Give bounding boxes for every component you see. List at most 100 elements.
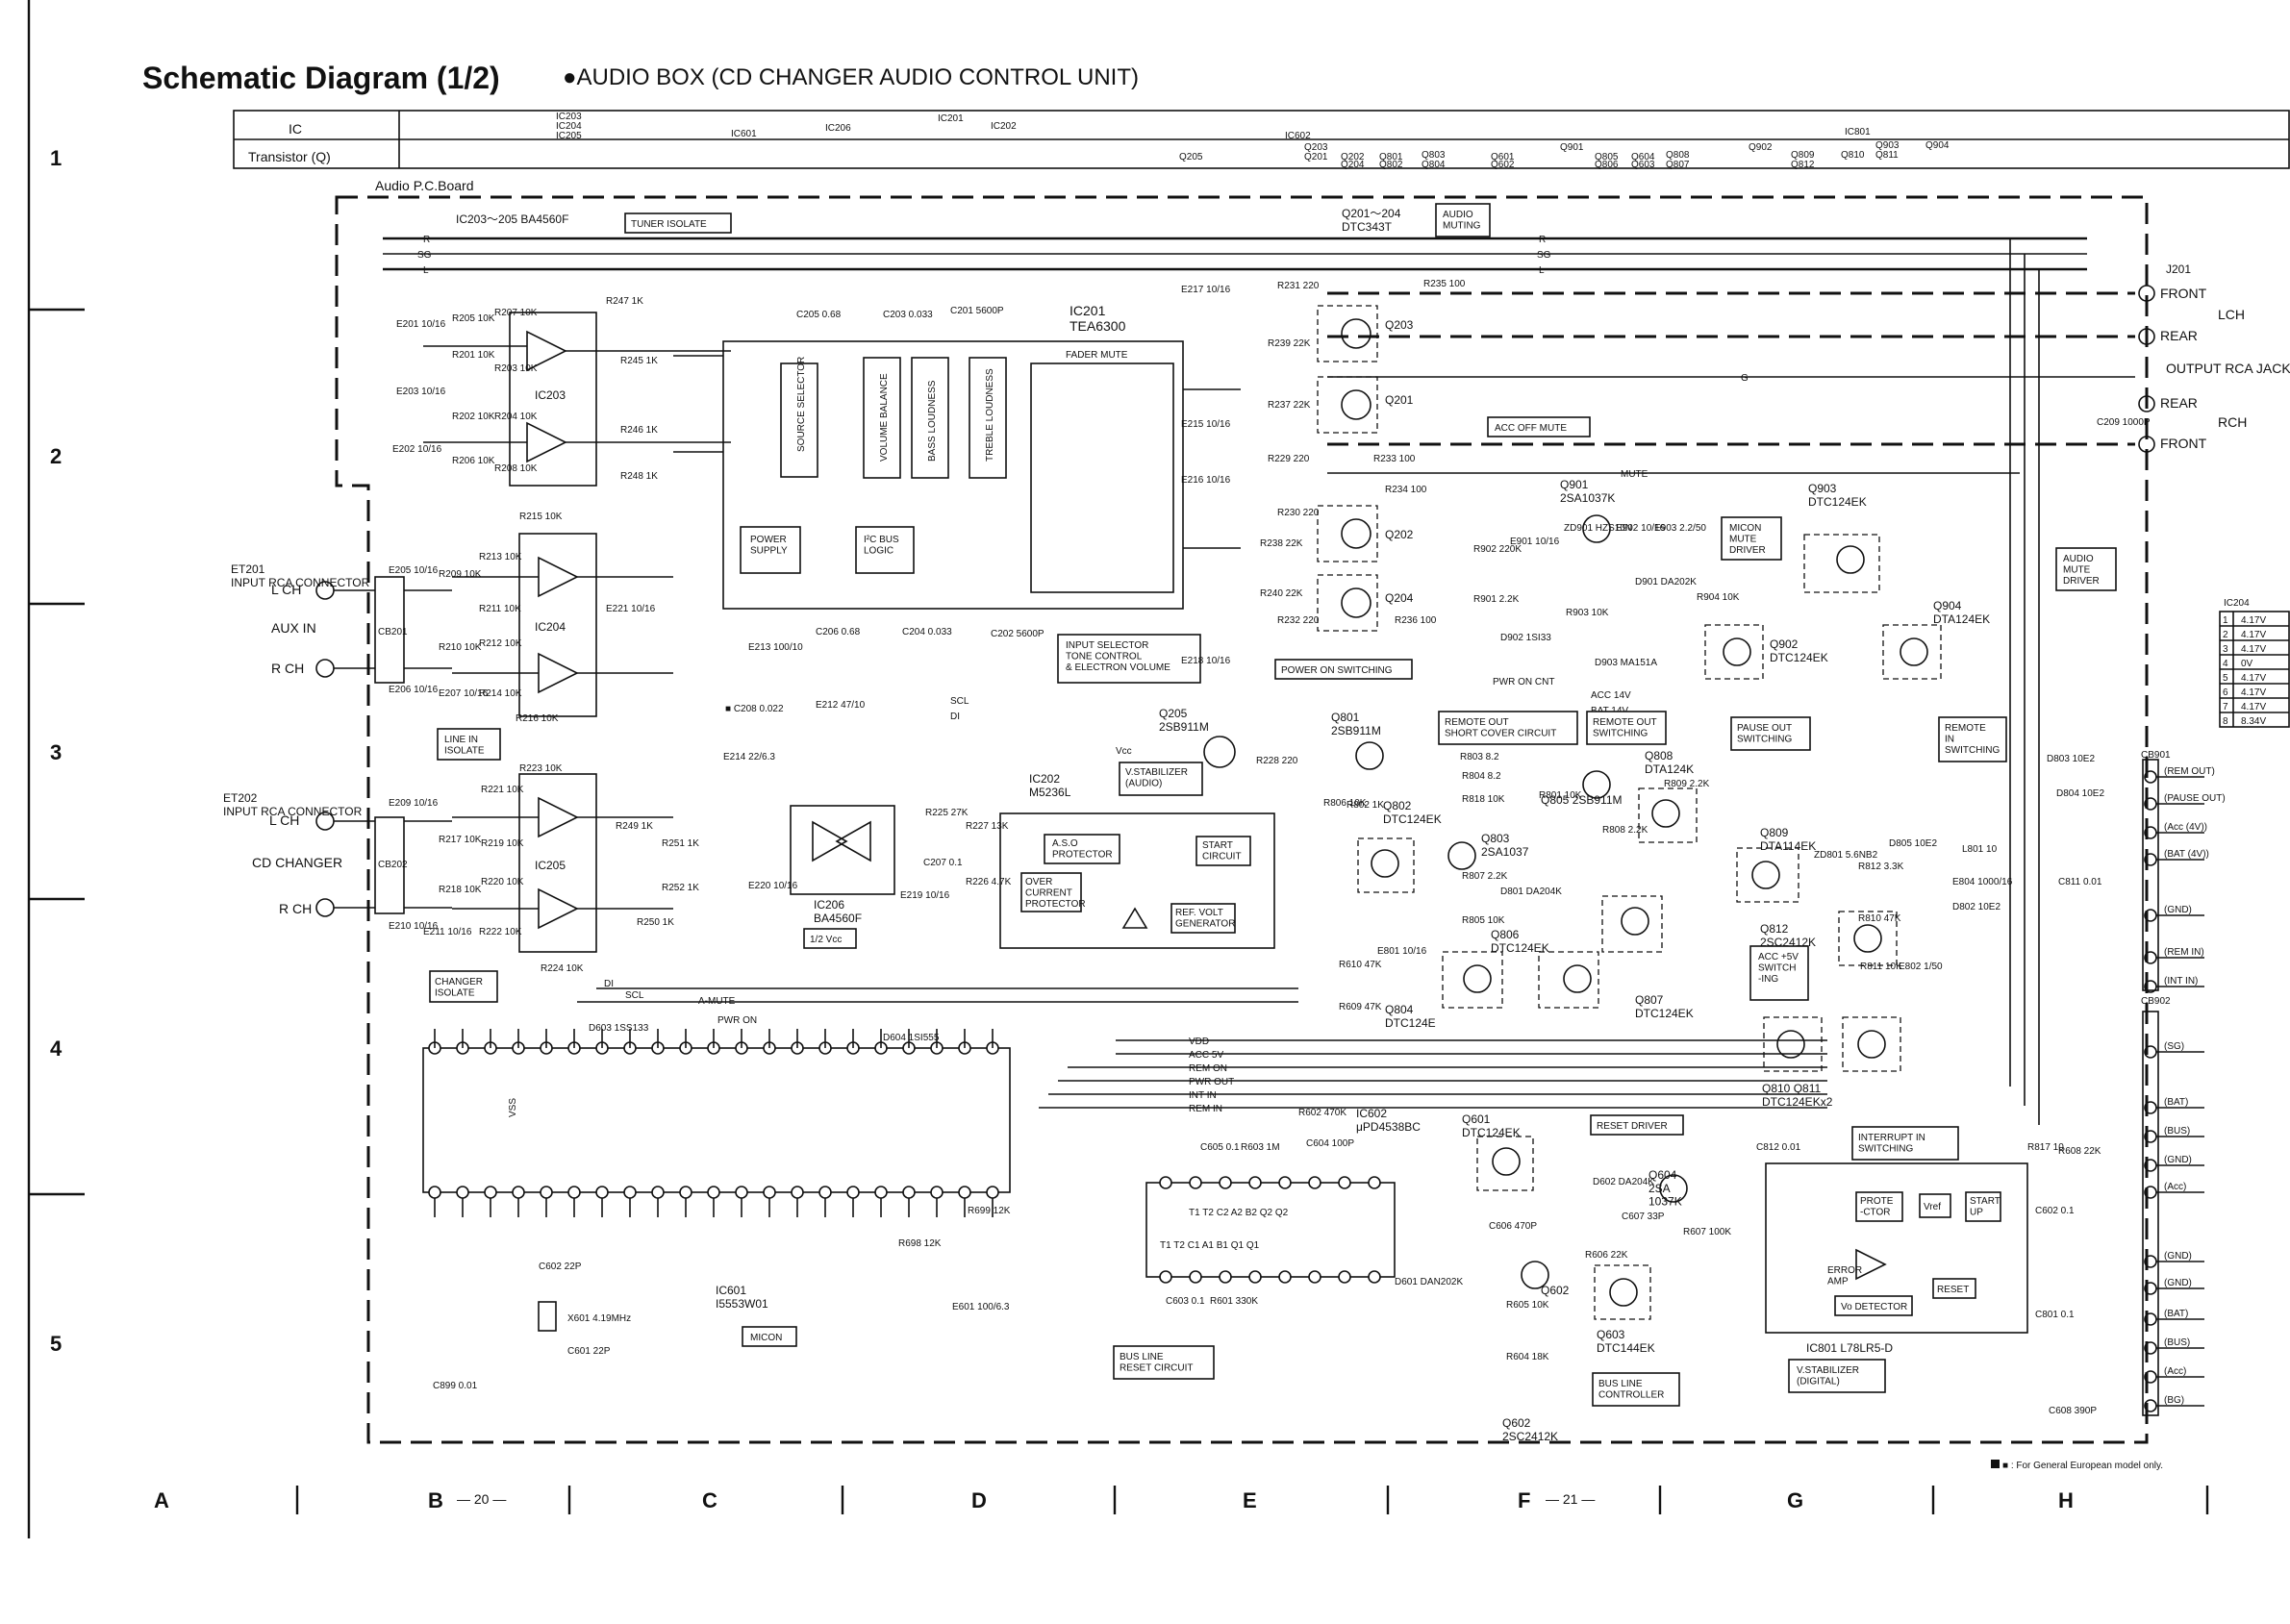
footnote: ■ : For General European model only. — [2002, 1461, 2163, 1471]
svg-text:E804 1000/16: E804 1000/16 — [1952, 877, 2013, 887]
svg-text:■ C208 0.022: ■ C208 0.022 — [725, 704, 784, 714]
svg-text:E202 10/16: E202 10/16 — [392, 444, 442, 455]
ic801-label: IC801 L78LR5-D — [1806, 1341, 1893, 1355]
svg-text:R601 330K: R601 330K — [1210, 1296, 1258, 1307]
page-mark-21: — 21 — — [1546, 1491, 1595, 1507]
micon-label: MICON — [750, 1333, 782, 1343]
board-label: Audio P.C.Board — [375, 178, 473, 193]
svg-text:E205 10/16: E205 10/16 — [389, 565, 439, 576]
column-G: G — [1787, 1488, 1803, 1512]
ic601-box — [422, 1047, 1011, 1193]
row-margin: 1 2 3 4 5 — [27, 0, 85, 1538]
svg-text:R809 2.2K: R809 2.2K — [1664, 779, 1710, 789]
connector-signal-label: (REM OUT) — [2164, 766, 2215, 777]
svg-text:E213 100/10: E213 100/10 — [748, 642, 803, 653]
svg-text:E902 10/16: E902 10/16 — [1616, 523, 1666, 534]
svg-text:R233 100: R233 100 — [1373, 454, 1416, 464]
svg-text:C801 0.1: C801 0.1 — [2035, 1310, 2075, 1320]
svg-text:R236 100: R236 100 — [1395, 615, 1437, 626]
svg-text:Q201: Q201 — [1304, 152, 1328, 162]
row-number-2: 2 — [50, 444, 62, 468]
svg-text:CB902: CB902 — [2141, 996, 2171, 1007]
svg-text:R810 47K: R810 47K — [1858, 913, 1901, 924]
svg-text:ZD901 HZS10N: ZD901 HZS10N — [1564, 523, 1632, 534]
svg-text:R607 100K: R607 100K — [1683, 1227, 1731, 1237]
svg-text:E601 100/6.3: E601 100/6.3 — [952, 1302, 1010, 1312]
ic601-pin — [958, 1186, 971, 1199]
ic601-pin — [428, 1186, 441, 1199]
svg-text:D805 10E2: D805 10E2 — [1889, 838, 1937, 849]
svg-text:E216 10/16: E216 10/16 — [1181, 475, 1231, 486]
svg-text:IC801: IC801 — [1845, 127, 1871, 137]
column-ruler: A B — 20 — C D E F — 21 — G H ■ : For Ge… — [154, 1460, 2209, 1514]
svg-text:E215 10/16: E215 10/16 — [1181, 419, 1231, 430]
board-outline: Audio P.C.Board — [335, 178, 2149, 1444]
svg-text:R237 22K: R237 22K — [1268, 400, 1311, 411]
svg-text:IC202: IC202 — [991, 121, 1017, 132]
svg-text:VDD: VDD — [1189, 1037, 1209, 1047]
ic204-table-pin: 6 — [2223, 687, 2228, 698]
ic602-pin — [1189, 1270, 1202, 1284]
svg-text:R247 1K: R247 1K — [606, 296, 643, 307]
out-front-r: FRONT — [2160, 436, 2207, 451]
connector-signal-label: (Acc) — [2164, 1366, 2186, 1377]
svg-text:ZD801 5.6NB2: ZD801 5.6NB2 — [1814, 850, 1878, 861]
svg-text:C205 0.68: C205 0.68 — [796, 310, 842, 320]
output-rca-label: OUTPUT RCA JACK — [2166, 361, 2290, 376]
svg-text:C811 0.01: C811 0.01 — [2058, 877, 2102, 887]
connector-signal-label: (BAT) — [2164, 1097, 2188, 1108]
svg-text:L801 10: L801 10 — [1962, 844, 1998, 855]
svg-text:R240 22K: R240 22K — [1260, 588, 1303, 599]
svg-text:CB901: CB901 — [2141, 750, 2171, 761]
svg-text:R238 22K: R238 22K — [1260, 538, 1303, 549]
svg-text:R252 1K: R252 1K — [662, 883, 699, 893]
ic601-pin — [707, 1186, 720, 1199]
table-transistor-label: Transistor (Q) — [248, 149, 331, 164]
ic602-pin — [1368, 1270, 1381, 1284]
svg-text:R608 22K: R608 22K — [2058, 1146, 2101, 1157]
svg-text:IC204: IC204 — [556, 121, 582, 132]
vref-label: Vref — [1924, 1202, 1941, 1212]
svg-text:R202 10K: R202 10K — [452, 412, 495, 422]
svg-text:ACC 5V: ACC 5V — [1189, 1050, 1223, 1061]
ic601-pin — [818, 1186, 832, 1199]
power-on-switching-label: POWER ON SWITCHING — [1281, 665, 1393, 676]
svg-text:Q809: Q809 — [1791, 150, 1815, 161]
ic801-box — [1765, 1162, 2028, 1334]
ic601-pin — [484, 1186, 497, 1199]
svg-text:Q902: Q902 — [1749, 142, 1773, 153]
svg-text:SCL: SCL — [625, 990, 644, 1001]
svg-text:Q205: Q205 — [1179, 152, 1203, 162]
svg-text:E212 47/10: E212 47/10 — [816, 700, 866, 711]
svg-text:R250 1K: R250 1K — [637, 917, 674, 928]
svg-text:R904 10K: R904 10K — [1697, 592, 1740, 603]
svg-text:R246 1K: R246 1K — [620, 425, 658, 436]
et202-cd-changer: CD CHANGER — [252, 855, 342, 870]
svg-text:R235 100: R235 100 — [1423, 279, 1466, 289]
svg-text:E201 10/16: E201 10/16 — [396, 319, 446, 330]
svg-text:C602 0.1: C602 0.1 — [2035, 1206, 2075, 1216]
svg-text:D604 1SI555: D604 1SI555 — [883, 1033, 940, 1043]
svg-text:Q808: Q808 — [1666, 150, 1690, 161]
svg-text:E206 10/16: E206 10/16 — [389, 685, 439, 695]
svg-text:E217 10/16: E217 10/16 — [1181, 285, 1231, 295]
svg-text:Q804: Q804 — [1422, 160, 1446, 170]
svg-text:D903 MA151A: D903 MA151A — [1595, 658, 1657, 668]
row-number-3: 3 — [50, 740, 62, 764]
svg-text:R231 220: R231 220 — [1277, 281, 1320, 291]
ic602-pin — [1278, 1270, 1292, 1284]
